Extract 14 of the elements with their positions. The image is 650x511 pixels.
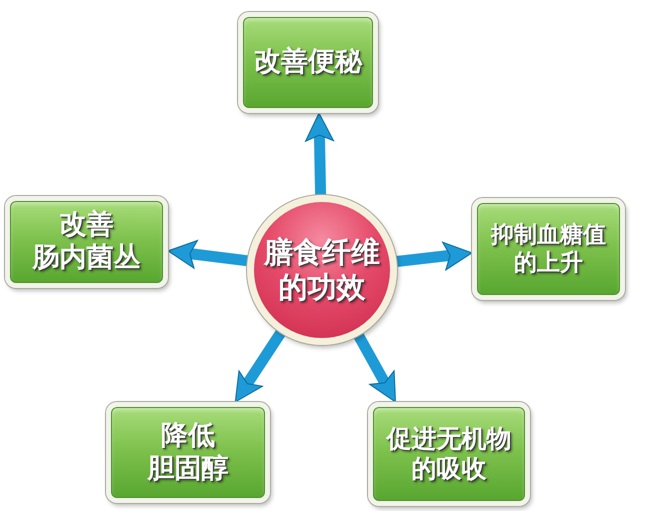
arrow [167,240,248,269]
arrow [396,242,473,270]
circle-label: 膳食纤维的功效 [264,234,380,306]
benefit-box [5,196,168,288]
box-label: 改善肠内菌丛 [32,209,140,275]
arrow [305,112,334,196]
box-label: 抑制血糖值的上升 [491,220,606,278]
box-label: 促进无机物的吸收 [386,424,512,484]
box-label: 降低胆固醇 [148,420,228,486]
box-label: 改善便秘 [254,46,362,79]
benefit-box [106,402,270,503]
benefit-box [472,198,625,300]
benefit-box [368,402,530,506]
benefit-box [238,12,378,113]
